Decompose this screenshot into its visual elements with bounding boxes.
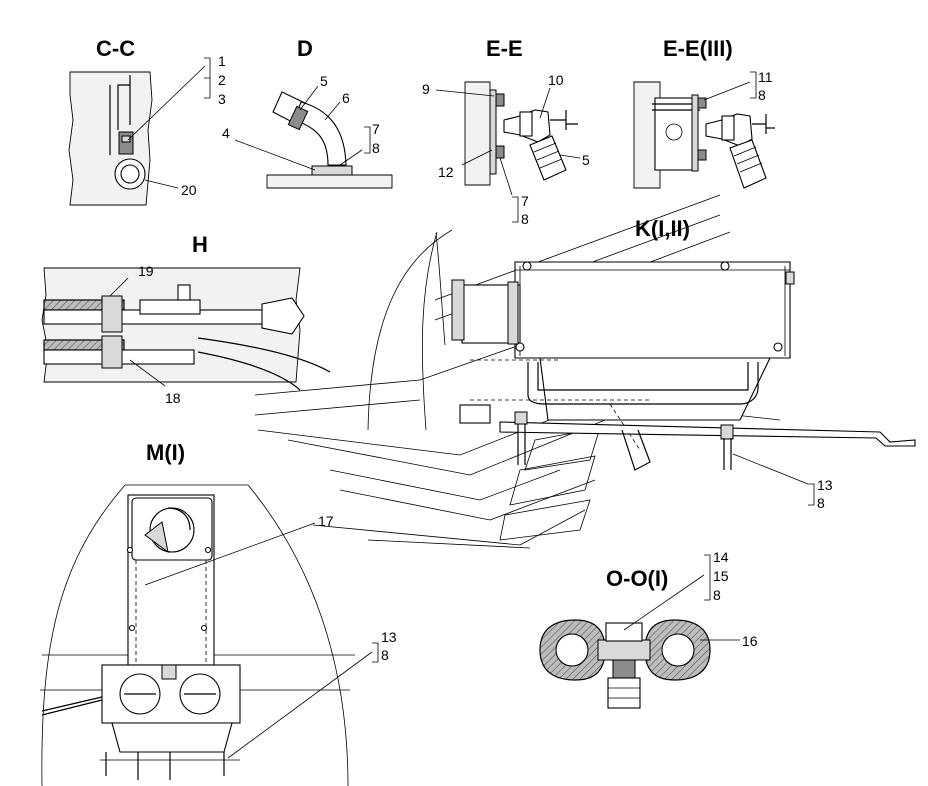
section-title-o-o: O-O(I) bbox=[606, 566, 668, 591]
callout-16: 16 bbox=[742, 633, 758, 649]
callout-7: 7 bbox=[521, 193, 529, 209]
section-title-e-e-iii: E-E(III) bbox=[663, 36, 733, 61]
section-title-d: D bbox=[297, 36, 313, 61]
callout-8: 8 bbox=[521, 211, 529, 227]
view-e-e-iii: E-E(III) 11 8 bbox=[633, 36, 775, 189]
section-title-m: M(I) bbox=[146, 440, 185, 465]
view-c-c: C-C 1 2 3 20 bbox=[68, 36, 226, 206]
view-e-e: E-E 9 10 12 5 7 8 bbox=[422, 36, 590, 227]
callout-6: 6 bbox=[342, 90, 350, 106]
callout-10: 10 bbox=[548, 72, 564, 88]
view-k: K(I,II) bbox=[254, 194, 916, 549]
section-title-h: H bbox=[192, 232, 208, 257]
callout-20: 20 bbox=[181, 182, 197, 198]
view-o-o: O-O(I) 14 15 8 16 bbox=[539, 549, 758, 709]
callout-13: 13 bbox=[817, 477, 833, 493]
view-h: H 19 18 bbox=[41, 232, 331, 406]
callout-8: 8 bbox=[372, 140, 380, 156]
callout-15: 15 bbox=[713, 568, 729, 584]
callout-5: 5 bbox=[320, 73, 328, 89]
view-m: M(I) 17 13 8 bbox=[40, 440, 397, 786]
callout-2: 2 bbox=[218, 72, 226, 88]
callout-5: 5 bbox=[582, 152, 590, 168]
callout-3: 3 bbox=[218, 91, 226, 107]
section-title-e-e: E-E bbox=[486, 36, 523, 61]
callout-12: 12 bbox=[438, 164, 454, 180]
callout-13: 13 bbox=[381, 629, 397, 645]
callout-1: 1 bbox=[218, 53, 226, 69]
callout-8: 8 bbox=[713, 587, 721, 603]
view-d: D 5 6 4 7 8 bbox=[222, 36, 393, 189]
callout-19: 19 bbox=[138, 263, 154, 279]
callout-11: 11 bbox=[758, 69, 773, 85]
callout-8: 8 bbox=[758, 87, 766, 103]
section-title-c-c: C-C bbox=[96, 36, 135, 61]
callout-8: 8 bbox=[817, 495, 825, 511]
callout-4: 4 bbox=[222, 125, 230, 141]
callout-7: 7 bbox=[372, 121, 380, 137]
callout-18: 18 bbox=[165, 390, 181, 406]
section-title-k: K(I,II) bbox=[635, 216, 690, 241]
callout-9: 9 bbox=[422, 81, 430, 97]
callout-17: 17 bbox=[318, 513, 334, 529]
callout-14: 14 bbox=[713, 549, 729, 565]
callout-8: 8 bbox=[381, 647, 389, 663]
